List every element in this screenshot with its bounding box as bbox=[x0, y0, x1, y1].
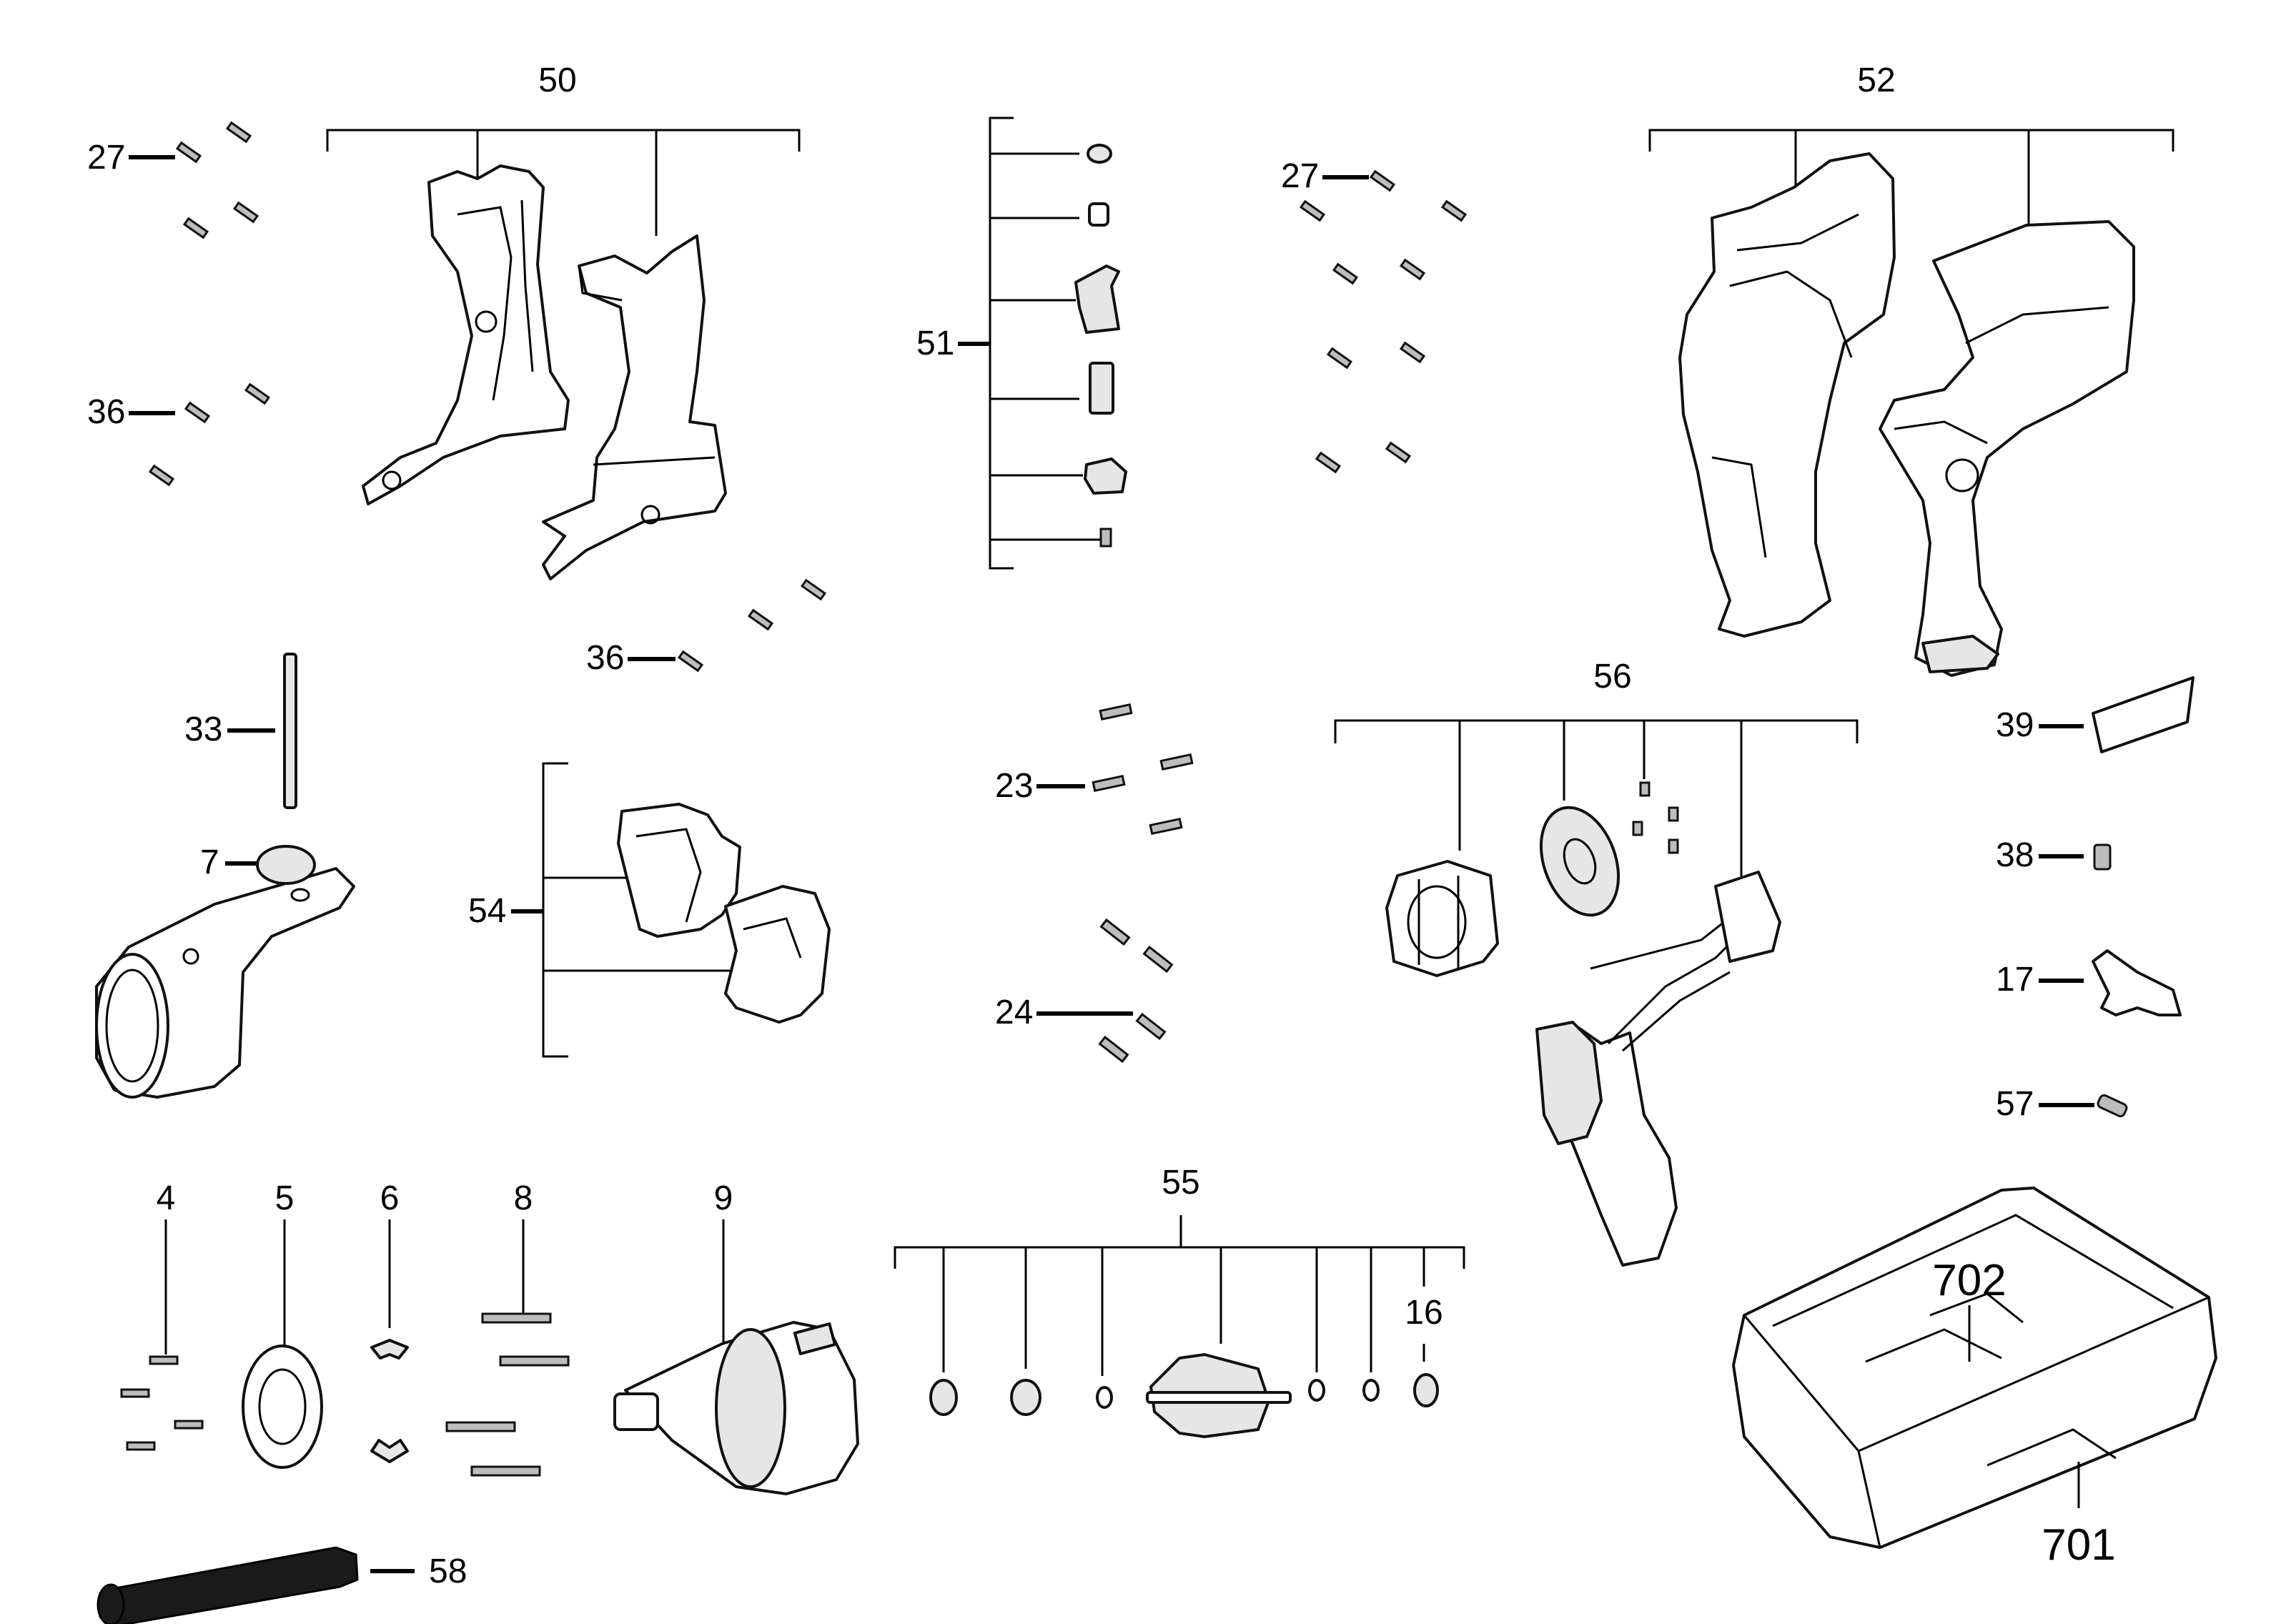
callout-39: 39 bbox=[1996, 706, 2034, 744]
housing-half-left bbox=[362, 164, 570, 505]
trigger bbox=[1535, 1021, 1603, 1145]
part-9: 9 bbox=[613, 1179, 859, 1495]
small-screw bbox=[1099, 528, 1112, 548]
callout-56: 56 bbox=[1593, 658, 1631, 695]
ring-a bbox=[1096, 1386, 1113, 1409]
callout-57: 57 bbox=[1996, 1085, 2034, 1123]
callout-9: 9 bbox=[714, 1179, 733, 1217]
screw-set-right: 27 bbox=[1281, 157, 1468, 474]
housing-left-52 bbox=[1678, 152, 1896, 638]
connector-block bbox=[1714, 871, 1781, 963]
callout-51: 51 bbox=[916, 325, 954, 362]
square-nut bbox=[1084, 457, 1127, 495]
part-39: 39 bbox=[1996, 676, 2194, 753]
callout-23: 23 bbox=[995, 767, 1033, 805]
callout-54: 54 bbox=[468, 892, 506, 930]
part-7: 7 bbox=[95, 843, 355, 1099]
callout-4: 4 bbox=[157, 1179, 176, 1217]
stator bbox=[1385, 860, 1499, 977]
callout-58: 58 bbox=[429, 1553, 467, 1590]
callout-52: 52 bbox=[1857, 61, 1895, 99]
washer-plate bbox=[242, 1345, 323, 1469]
cap-part bbox=[1087, 144, 1112, 164]
callout-16: 16 bbox=[1405, 1294, 1443, 1332]
screw-set-36-lower: 36 bbox=[586, 578, 827, 677]
part-57: 57 bbox=[1996, 1085, 2128, 1123]
part-6: 6 bbox=[370, 1179, 409, 1463]
label-plate bbox=[2092, 676, 2194, 753]
clip-b bbox=[370, 1439, 409, 1463]
callout-24: 24 bbox=[995, 994, 1033, 1031]
threaded-stud bbox=[1089, 362, 1114, 415]
part-38: 38 bbox=[1996, 836, 2112, 874]
callout-17: 17 bbox=[1996, 961, 2034, 999]
bit-extension bbox=[99, 1546, 359, 1624]
callout-8: 8 bbox=[514, 1179, 533, 1217]
screw-set-23: 23 bbox=[995, 703, 1194, 836]
screw-set-left: 27 36 bbox=[87, 121, 271, 487]
lever-part bbox=[1074, 264, 1120, 334]
assembly-52: 52 bbox=[1648, 61, 2174, 677]
assembly-51: 51 bbox=[916, 117, 1127, 570]
spring bbox=[2097, 1094, 2128, 1118]
bearing-16 bbox=[1413, 1373, 1439, 1407]
callout-6: 6 bbox=[380, 1179, 400, 1217]
assembly-56: 56 bbox=[1334, 658, 1859, 1267]
part-8: 8 bbox=[445, 1179, 570, 1477]
callout-36-left: 36 bbox=[87, 393, 125, 431]
ring-b bbox=[1308, 1379, 1325, 1402]
callout-50: 50 bbox=[538, 61, 576, 99]
callout-27-right: 27 bbox=[1281, 157, 1319, 195]
ring-c bbox=[1362, 1379, 1380, 1402]
callout-27-left: 27 bbox=[87, 139, 125, 177]
housing-half-right bbox=[542, 234, 727, 580]
clip-a bbox=[370, 1339, 409, 1360]
housing-foot-52 bbox=[1921, 635, 1999, 673]
assembly-50: 50 bbox=[326, 61, 801, 580]
callout-38: 38 bbox=[1996, 836, 2034, 874]
part-4: 4 bbox=[120, 1179, 204, 1451]
bolt-part bbox=[1088, 202, 1109, 227]
part-58: 58 bbox=[97, 1546, 467, 1624]
callout-701: 701 bbox=[2042, 1520, 2115, 1570]
sensor-board bbox=[1539, 806, 1620, 917]
pin-33 bbox=[283, 653, 297, 809]
assembly-55: 55 16 bbox=[894, 1164, 1465, 1438]
direction-switch bbox=[2092, 949, 2182, 1016]
set-screw bbox=[2093, 843, 2112, 871]
bearing-a bbox=[929, 1379, 958, 1416]
screw-set-24: 24 bbox=[995, 918, 1174, 1064]
callout-55: 55 bbox=[1162, 1164, 1199, 1202]
bearing-b bbox=[1010, 1379, 1041, 1416]
callout-7: 7 bbox=[200, 843, 219, 881]
carry-case: 702 701 bbox=[1732, 1187, 2217, 1570]
part-5: 5 bbox=[242, 1179, 323, 1469]
part-33: 33 bbox=[184, 653, 297, 809]
callout-702: 702 bbox=[1932, 1256, 2006, 1305]
gearbox-half-front bbox=[617, 803, 741, 938]
gearbox-half-rear bbox=[724, 885, 831, 1024]
assembly-54: 54 bbox=[468, 762, 831, 1058]
part-17: 17 bbox=[1996, 949, 2182, 1016]
callout-5: 5 bbox=[275, 1179, 295, 1217]
callout-33: 33 bbox=[184, 710, 222, 748]
callout-36-lower: 36 bbox=[586, 639, 624, 677]
housing-right-52 bbox=[1879, 220, 2135, 677]
carry-case-body bbox=[1732, 1187, 2217, 1549]
